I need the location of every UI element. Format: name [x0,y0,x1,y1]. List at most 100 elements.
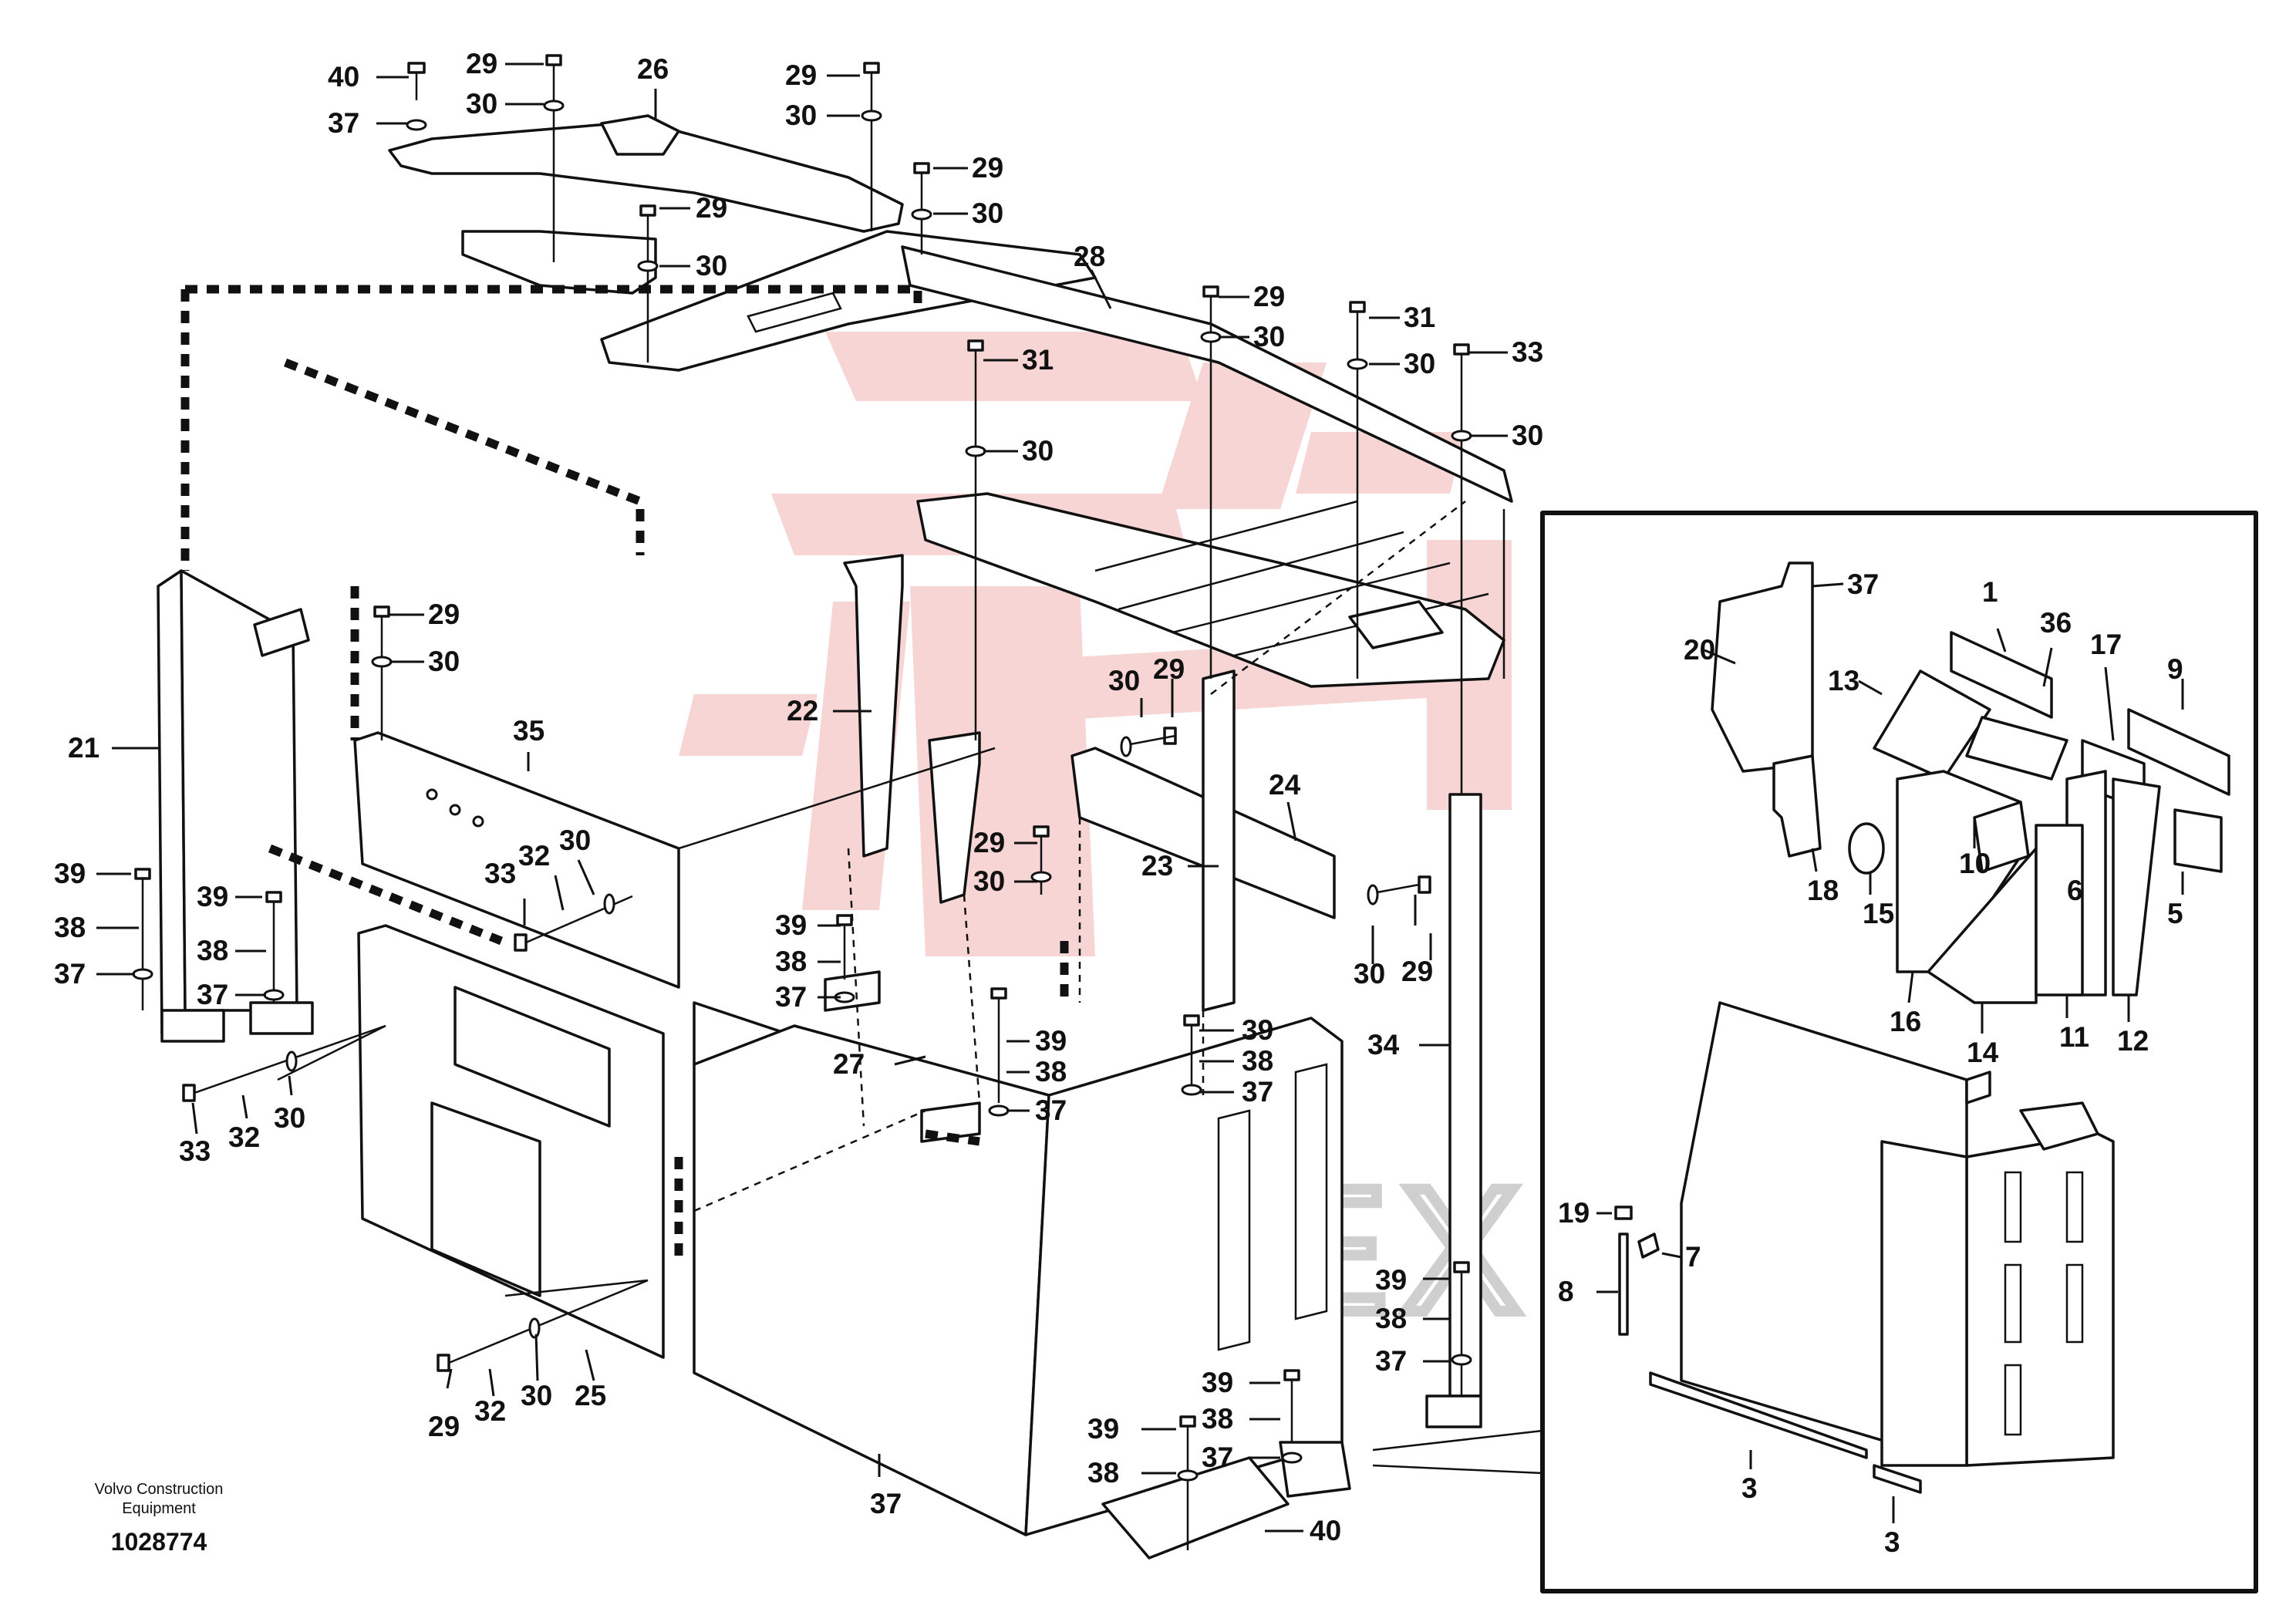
callout-label: 38 [54,912,86,943]
callout-numbers: 40 37 29 30 26 29 30 29 30 29 30 28 29 3… [54,48,2183,1558]
callout-label: 39 [1035,1025,1067,1057]
callout-label: 39 [54,858,86,889]
callout-label: 7 [1685,1241,1701,1273]
callout-label: 17 [2090,629,2122,660]
callout-label: 1 [1982,576,1998,608]
bolt-stack-40-37 [406,62,427,131]
bolt-horizontal-30-29-b [1367,875,1431,905]
fasteners [132,54,1472,1550]
callout-label: 30 [1512,420,1543,451]
callout-label: 8 [1558,1276,1574,1307]
callout-label: 14 [1967,1037,1999,1068]
callout-label: 39 [1202,1367,1233,1398]
maker-line-2: Equipment [122,1500,196,1517]
callout-label: 30 [1404,348,1435,379]
bolt-stack-29-30-e [1200,285,1222,679]
callout-label: 10 [1959,848,1991,879]
callout-label: 37 [775,981,807,1013]
callout-label: 19 [1558,1197,1590,1229]
bolt-stack-39-38-37-f [1451,1261,1472,1396]
callout-label: 33 [484,858,516,889]
callout-label: 3 [1741,1472,1758,1504]
callout-label: 30 [972,197,1003,229]
block-7 [2035,824,2084,996]
callout-label: 37 [1375,1345,1407,1377]
block-8 [2112,777,2161,996]
post-21 [157,569,314,1043]
callout-label: 30 [1354,958,1385,990]
callout-label: 27 [833,1048,865,1080]
bolt-stack-39-38-37-d [988,987,1010,1117]
pad-13 [1950,631,2053,719]
strip-2 [1649,1371,1868,1459]
bolt-stack-29-30-a [543,54,565,262]
callout-label: 39 [197,881,228,912]
callout-label: 30 [696,250,727,282]
callout-label: 22 [787,695,818,727]
callout-label: 38 [197,935,228,966]
drawing-number: 1028774 [111,1528,207,1556]
callout-label: 23 [1141,850,1173,882]
callout-label: 15 [1863,898,1894,929]
callout-label: 39 [1375,1264,1407,1296]
bolt-horizontal-29-32-30 [437,1279,649,1372]
callout-label: 38 [1375,1303,1407,1334]
callout-label: 20 [1684,634,1715,666]
callout-label: 30 [521,1380,552,1411]
bracket-9 [1711,561,1814,773]
callout-label: 29 [428,599,460,630]
maker-line-1: Volvo Construction [95,1481,224,1498]
callout-label: 37 [1242,1076,1273,1108]
bolt-stack-40-37-b [1177,1415,1199,1550]
callout-label: 40 [328,61,359,93]
callout-label: 38 [1035,1056,1067,1088]
callout-label: 39 [1242,1014,1273,1046]
callout-label: 12 [2117,1025,2149,1057]
bushing-5 [1848,822,1885,875]
bolt-stack-39-38-37-e [1181,1014,1202,1096]
callout-label: 24 [1269,769,1301,801]
hatched-strips [180,285,1069,1265]
callout-label: 29 [696,192,727,224]
clip-3-b [1637,1233,1660,1259]
callout-label: 30 [1022,435,1054,467]
callout-label: 11 [2059,1021,2089,1053]
callout-label: 34 [1367,1029,1400,1061]
callout-label: 39 [775,909,807,941]
bolt-stack-29-30-b [861,62,882,231]
callout-label: 40 [1310,1515,1341,1546]
bolt-stack-39-38-37-b [263,891,285,1003]
plate-19 [1927,847,2038,1004]
callout-label: 32 [474,1395,506,1427]
callout-label: 37 [197,979,228,1010]
pad-11 [2173,808,2223,873]
pad-10 [2127,708,2230,796]
callout-label: 5 [2167,898,2183,929]
strip-3 [1873,1464,1922,1494]
callout-label: 29 [428,1411,460,1442]
callout-label: 39 [1087,1413,1119,1445]
callout-label: 9 [2167,653,2183,685]
plate-6 [1772,754,1822,858]
bolt-stack-29-30-d [637,204,659,363]
callout-label: 30 [973,865,1005,897]
callout-label: 30 [274,1102,305,1134]
callout-label: 31 [1404,302,1435,333]
bolt-stack-31-30-a [1347,301,1368,679]
callout-label: 33 [179,1135,211,1167]
callout-label: 21 [68,732,99,764]
callout-label: 37 [54,958,86,990]
callout-label: 26 [637,53,669,85]
callout-label: 29 [1401,956,1433,987]
callout-label: 29 [972,152,1003,184]
drawing-footer: Volvo Construction Equipment 1028774 [95,1481,224,1556]
callout-label: 6 [2067,875,2083,906]
center-parts [824,554,1482,1428]
callout-label: 18 [1807,875,1839,906]
callout-label: 29 [973,827,1005,858]
callout-label: 16 [1890,1006,1921,1037]
callout-label: 33 [1512,336,1543,368]
callout-label: 31 [1022,344,1054,376]
callout-label: 30 [785,99,817,131]
